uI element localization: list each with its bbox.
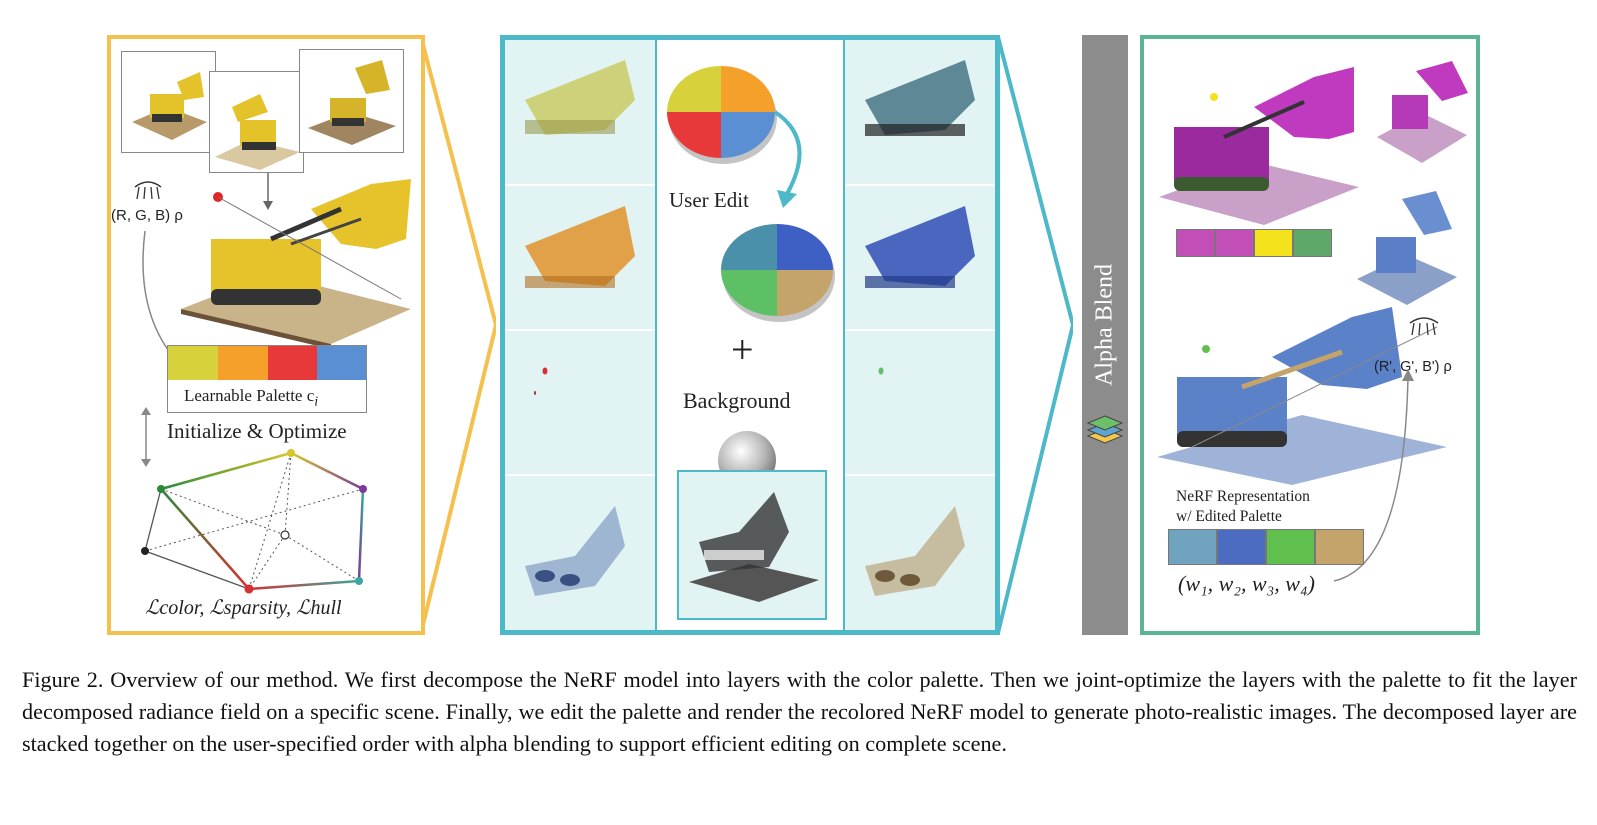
layer-cell [505,476,655,630]
pie-edited [721,224,835,322]
palette-swatch [218,346,268,380]
layer-cell [505,40,655,184]
input-view-2 [209,71,304,173]
alpha-blend-bar: Alpha Blend [1082,35,1128,635]
recolored-render-purple [1159,67,1359,225]
palette-swatch [1168,529,1217,565]
layer-cell [505,331,655,474]
palette-swatch [1293,229,1332,257]
palette-label: Learnable Palette ci [184,386,319,410]
palette-swatch [1217,529,1266,565]
input-panel: (R, G, B) ρ Learnable Palette ci Initial… [107,35,425,635]
pie-original [667,66,777,164]
edited-layer-cell [845,186,995,329]
input-view-1 [121,51,216,153]
weights-label: (w₁, w₂, w₃, w₄) [1178,571,1315,596]
loss-label: ℒcolor, ℒsparsity, ℒhull [145,597,342,619]
figure-caption: Figure 2. Overview of our method. We fir… [22,667,1577,756]
background-layer [677,470,827,620]
palette-swatch [268,346,317,380]
eye-icon [1409,317,1439,336]
flow-arrow-2 [998,36,1073,634]
palette-swatch [1215,229,1254,257]
palette-swatch [1254,229,1293,257]
nerf-label: NeRF Representation w/ Edited Palette [1176,488,1310,525]
input-view-3 [299,49,404,153]
layers-icon [1086,415,1124,444]
eye-icon [134,181,162,200]
edited-layer-cell [845,476,995,630]
init-optimize-label: Initialize & Optimize [167,419,347,443]
excavator-render [181,179,411,349]
palette-swatch [1176,229,1215,257]
palette-swatch [1266,529,1315,565]
edited-layer-cell [845,40,995,184]
layer-cell [505,186,655,329]
palette-swatch [168,346,218,380]
recolored-render-small-purple [1377,61,1468,163]
convex-hull-diagram [141,449,367,594]
edited-layer-cell [845,331,995,474]
layer-panel: User Edit + Background [500,35,1000,635]
palette-swatch [317,346,366,380]
user-edit-label: User Edit [669,188,749,212]
recolored-render-small-blue [1357,191,1457,305]
palette-swatch [1315,529,1364,565]
output-panel: (R', G', B') ρ NeRF Representation w/ Ed… [1140,35,1480,635]
edit-column: User Edit + Background [655,40,845,630]
alpha-blend-label: Alpha Blend [1091,264,1118,386]
flow-arrow-1 [421,36,496,634]
plus-label: + [731,327,754,372]
edited-palette-1 [1176,229,1332,257]
learnable-palette: Learnable Palette ci [167,345,367,413]
view-ray-label: (R, G, B) ρ [111,207,183,224]
recolored-render-blue [1157,307,1447,485]
background-label: Background [683,388,791,413]
edited-palette-2 [1168,529,1364,565]
view-ray-label: (R', G', B') ρ [1374,359,1452,375]
